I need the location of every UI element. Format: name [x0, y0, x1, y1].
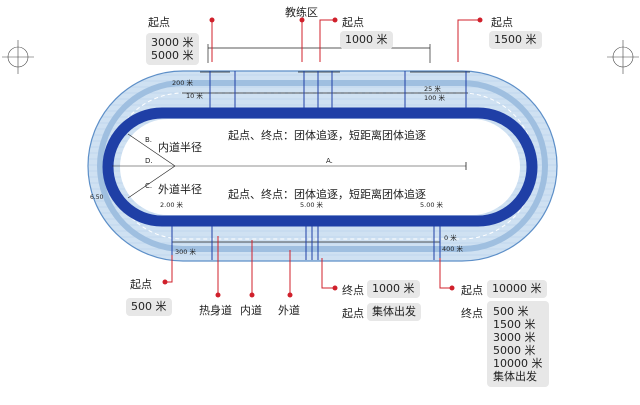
start-label-mass: 起点 — [342, 307, 364, 320]
letter-c: C. — [145, 182, 152, 190]
letter-d: D. — [145, 157, 153, 165]
inner-line-1: 起点、终点：团体追逐，短距离团体追逐 — [228, 129, 426, 142]
finish-label-multi: 终点 — [461, 307, 483, 320]
outer-lane-ring — [97, 80, 548, 252]
finish-value-1500: 1500 米 — [493, 318, 536, 331]
start-label-10000: 起点 — [461, 284, 483, 297]
start-value-3000: 3000 米 — [151, 36, 194, 49]
infield — [120, 119, 520, 215]
outer-lane-label: 外道 — [278, 304, 300, 317]
lane-tick-lines — [171, 71, 467, 260]
finish-value-3000: 3000 米 — [493, 331, 536, 344]
finish-value-mass: 集体出发 — [493, 370, 537, 383]
registration-mark-right — [607, 40, 639, 74]
outer-radius-label: 外道半径 — [158, 183, 202, 196]
mark-400: 400 米 — [442, 244, 463, 253]
start-label-left: 起点 — [148, 16, 170, 29]
finish-value-1000: 1000 米 — [367, 280, 420, 298]
start-value-10000: 10000 米 — [487, 280, 547, 298]
registration-mark-left — [2, 40, 34, 74]
letter-a: A. — [326, 157, 333, 165]
mark-10: 10 米 — [186, 91, 203, 100]
mark-25: 25 米 — [424, 84, 441, 93]
inner-radius-label: 内道半径 — [158, 141, 202, 154]
bottom-start-label: 起点 — [130, 278, 152, 291]
mark-2: 2.00 米 — [160, 200, 184, 209]
inner-lane-label: 内道 — [240, 304, 262, 317]
warmup-lane-label: 热身道 — [199, 304, 232, 317]
dim-left: 6.50 — [90, 194, 104, 201]
mark-5a: 5.00 米 — [300, 200, 324, 209]
top-dimension-lines — [172, 44, 470, 243]
mark-100: 100 米 — [424, 93, 445, 102]
start-value-mass: 集体出发 — [367, 303, 421, 321]
start-values-left: 3000 米 5000 米 — [146, 33, 199, 65]
mark-5b: 5.00 米 — [420, 200, 444, 209]
start-label-right: 起点 — [491, 16, 513, 29]
inner-line-2: 起点、终点：团体追逐，短距离团体追逐 — [228, 188, 426, 201]
start-value-5000: 5000 米 — [151, 49, 194, 62]
leader-dots — [162, 17, 483, 298]
teaching-area-label: 教练区 — [285, 6, 318, 19]
finish-values-multi: 500 米 1500 米 3000 米 5000 米 10000 米 集体出发 — [487, 301, 549, 387]
warmup-lane — [102, 107, 538, 227]
mark-300: 300 米 — [175, 247, 196, 256]
start-value-1500: 1500 米 — [489, 31, 542, 49]
mark-0: 0 米 — [444, 233, 457, 242]
start-value-1000: 1000 米 — [340, 31, 393, 49]
start-label-mid: 起点 — [342, 16, 364, 29]
finish-value-500: 500 米 — [493, 305, 529, 318]
mark-200: 200 米 — [172, 78, 193, 87]
finish-value-5000: 5000 米 — [493, 344, 536, 357]
finish-value-10000: 10000 米 — [493, 357, 543, 370]
letter-b: B. — [145, 136, 152, 144]
bottom-start-value-500: 500 米 — [126, 298, 172, 316]
finish-label-1000: 终点 — [342, 284, 364, 297]
